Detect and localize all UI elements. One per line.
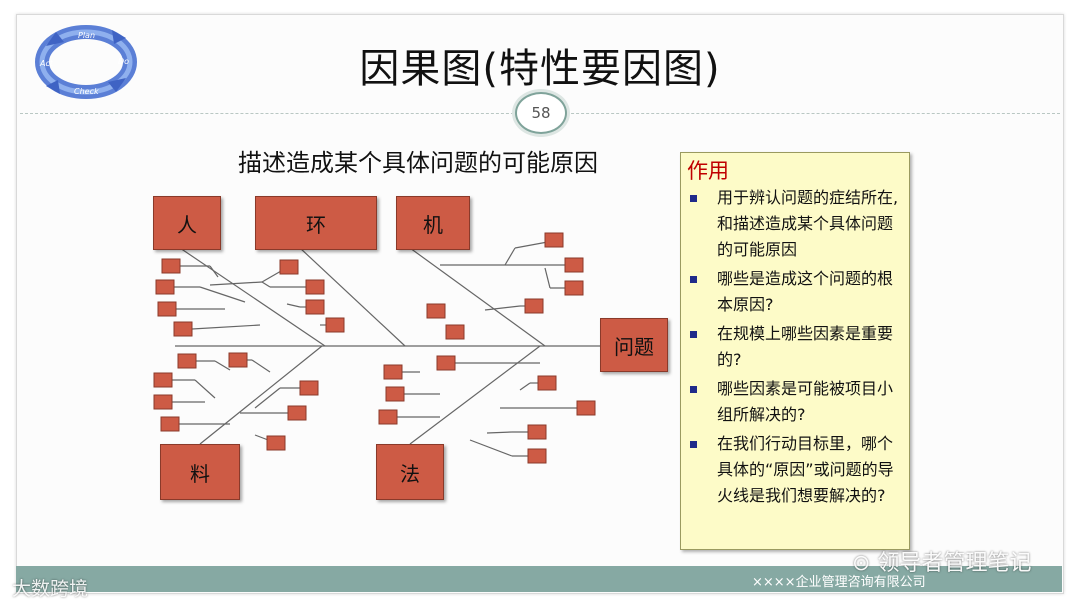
cause-leaf	[524, 298, 544, 314]
logo-do-word: Do	[118, 57, 129, 66]
cause-leaf	[153, 394, 173, 410]
list-item: 在我们行动目标里，哪个具体的“原因”或问题的导火线是我们想要解决的?	[681, 431, 909, 509]
cause-leaf	[378, 409, 398, 425]
wechat-icon: ⊙	[852, 551, 871, 576]
cause-leaf	[155, 279, 175, 295]
category-method: 法	[376, 444, 444, 500]
effect-box: 问题	[600, 318, 668, 372]
watermark-right-text: 领导者管理笔记	[877, 551, 1032, 576]
bone-person	[179, 247, 326, 347]
purpose-panel: 作用 用于辨认问题的症结所在, 和描述造成某个具体问题的可能原因 哪些是造成这个…	[680, 152, 910, 550]
bullet-square-icon	[690, 331, 697, 338]
cause-leaf	[426, 303, 446, 319]
category-machine: 机	[396, 196, 470, 250]
cause-leaf	[173, 321, 193, 337]
category-person: 人	[153, 196, 221, 250]
cause-leaf	[279, 259, 299, 275]
cause-leaf	[527, 424, 547, 440]
cause-leaf	[160, 416, 180, 432]
footer-bar	[16, 566, 1062, 592]
page-number: 58	[515, 92, 567, 134]
list-item: 用于辨认问题的症结所在, 和描述造成某个具体问题的可能原因	[681, 185, 909, 263]
list-item-text: 在我们行动目标里，哪个具体的“原因”或问题的导火线是我们想要解决的?	[717, 434, 894, 505]
bullet-square-icon	[690, 276, 697, 283]
cause-leaf	[177, 353, 197, 369]
list-item-text: 用于辨认问题的症结所在, 和描述造成某个具体问题的可能原因	[717, 188, 899, 259]
cause-leaf	[287, 405, 307, 421]
bone-material	[199, 345, 323, 445]
cause-leaf	[385, 386, 405, 402]
cause-leaf	[305, 279, 325, 295]
bone-machine	[409, 247, 546, 347]
cause-leaf	[383, 364, 403, 380]
list-item: 哪些因素是可能被项目小组所解决的?	[681, 376, 909, 428]
cause-leaf	[537, 375, 557, 391]
bullet-square-icon	[690, 441, 697, 448]
diagram-subtitle: 描述造成某个具体问题的可能原因	[238, 149, 598, 177]
category-material: 料	[160, 444, 240, 500]
cause-leaf	[564, 280, 584, 296]
bone-environment	[299, 247, 406, 347]
cause-leaf	[564, 257, 584, 273]
logo-check-word: Check	[74, 87, 99, 96]
cause-leaf	[299, 380, 319, 396]
cause-leaf	[544, 232, 564, 248]
watermark-left-text: 大数跨境	[12, 578, 89, 600]
bullet-square-icon	[690, 195, 697, 202]
category-environment: 环	[255, 196, 377, 250]
cause-leaf	[161, 258, 181, 274]
cause-leaf	[576, 400, 596, 416]
logo-plan-word: Plan	[78, 31, 95, 40]
cause-leaf	[157, 301, 177, 317]
footer-company: ××××企业管理咨询有限公司	[752, 575, 926, 590]
logo-act-word: Act	[39, 59, 54, 68]
list-item: 在规模上哪些因素是重要的?	[681, 321, 909, 373]
list-item: 哪些是造成这个问题的根本原因?	[681, 266, 909, 318]
cause-leaf	[228, 352, 248, 368]
cause-leaf	[445, 324, 465, 340]
bone-method	[409, 345, 541, 445]
slide-title: 因果图(特性要因图)	[359, 46, 721, 92]
panel-title: 作用	[687, 159, 729, 183]
cause-leaf	[527, 448, 547, 464]
cause-leaf	[305, 299, 325, 315]
list-item-text: 哪些是造成这个问题的根本原因?	[717, 269, 894, 314]
list-item-text: 在规模上哪些因素是重要的?	[717, 324, 894, 369]
pdca-logo: Plan Do Check Act	[35, 25, 137, 99]
watermark-right: ⊙ 领导者管理笔记	[852, 545, 1031, 577]
list-item-text: 哪些因素是可能被项目小组所解决的?	[717, 379, 894, 424]
watermark-left: 大数跨境	[12, 574, 88, 601]
cause-leaf	[325, 317, 345, 333]
purpose-list: 用于辨认问题的症结所在, 和描述造成某个具体问题的可能原因 哪些是造成这个问题的…	[681, 185, 909, 512]
cause-leaf	[153, 372, 173, 388]
cause-leaf	[266, 435, 286, 451]
cause-leaf	[436, 355, 456, 371]
bullet-square-icon	[690, 386, 697, 393]
